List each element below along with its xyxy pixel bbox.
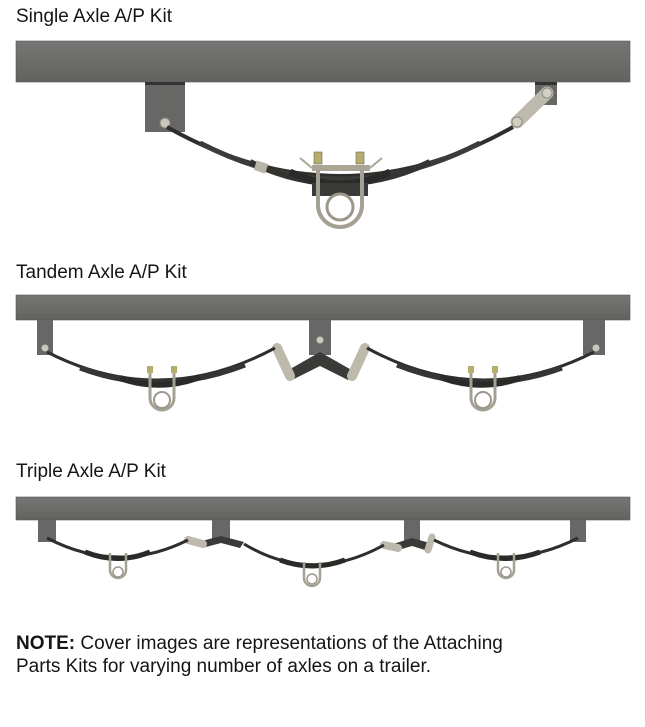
triple-axle-diagram	[15, 496, 631, 588]
equalizer	[272, 343, 370, 381]
frame-rail	[15, 496, 631, 521]
tandem-axle-title: Tandem Axle A/P Kit	[16, 262, 187, 283]
u-bolt-assembly	[299, 151, 383, 229]
tandem-axle-diagram	[15, 294, 631, 412]
front-hanger	[145, 82, 185, 132]
note-text: NOTE: Cover images are representations o…	[16, 632, 536, 678]
single-axle-diagram	[15, 40, 631, 229]
center-hanger	[309, 320, 331, 355]
equalizers	[184, 533, 436, 554]
u-bolt-front	[147, 366, 177, 412]
rear-hanger	[583, 320, 605, 355]
single-axle-title: Single Axle A/P Kit	[16, 6, 172, 27]
note-label: NOTE:	[16, 633, 76, 654]
leaf-spring-rear	[366, 346, 595, 388]
shackle-link	[510, 86, 554, 129]
u-bolts	[108, 553, 516, 588]
u-bolt-rear	[468, 366, 498, 412]
frame-rail	[15, 40, 631, 83]
triple-axle-title: Triple Axle A/P Kit	[16, 461, 166, 482]
hangers	[38, 520, 586, 542]
leaf-springs	[46, 536, 579, 569]
frame-rail	[15, 294, 631, 321]
leaf-spring-front	[46, 346, 276, 388]
front-hanger	[37, 320, 53, 355]
leaf-spring	[166, 125, 514, 188]
note-body: Cover images are representations of the …	[16, 633, 503, 677]
